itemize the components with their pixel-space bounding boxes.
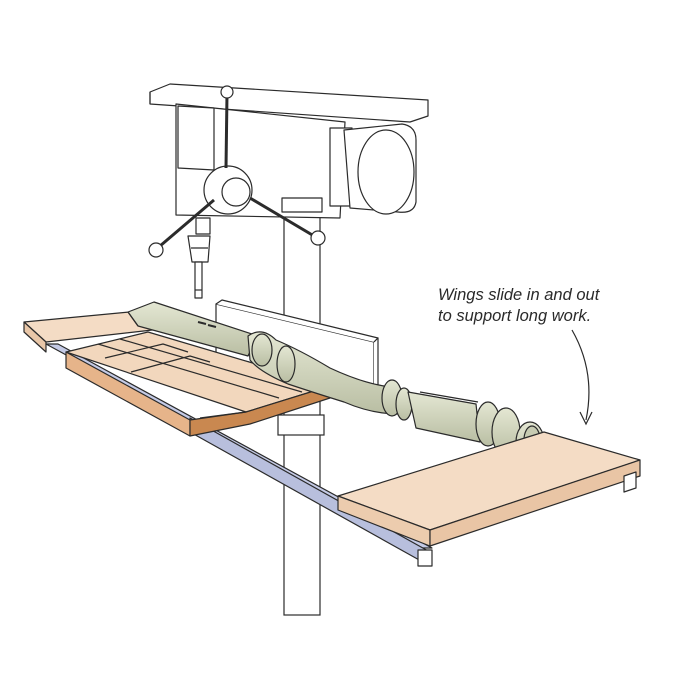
turned-spindle <box>127 301 545 463</box>
annotation-line-2: to support long work. <box>438 307 592 325</box>
wings-annotation: Wings slide in and out to support long w… <box>438 285 668 327</box>
table-support <box>277 414 325 436</box>
right-wing <box>337 431 641 547</box>
leader-arrow <box>571 329 593 426</box>
center-table <box>65 331 331 437</box>
drill-press-head <box>148 83 429 299</box>
annotation-line-1: Wings slide in and out <box>438 286 600 304</box>
